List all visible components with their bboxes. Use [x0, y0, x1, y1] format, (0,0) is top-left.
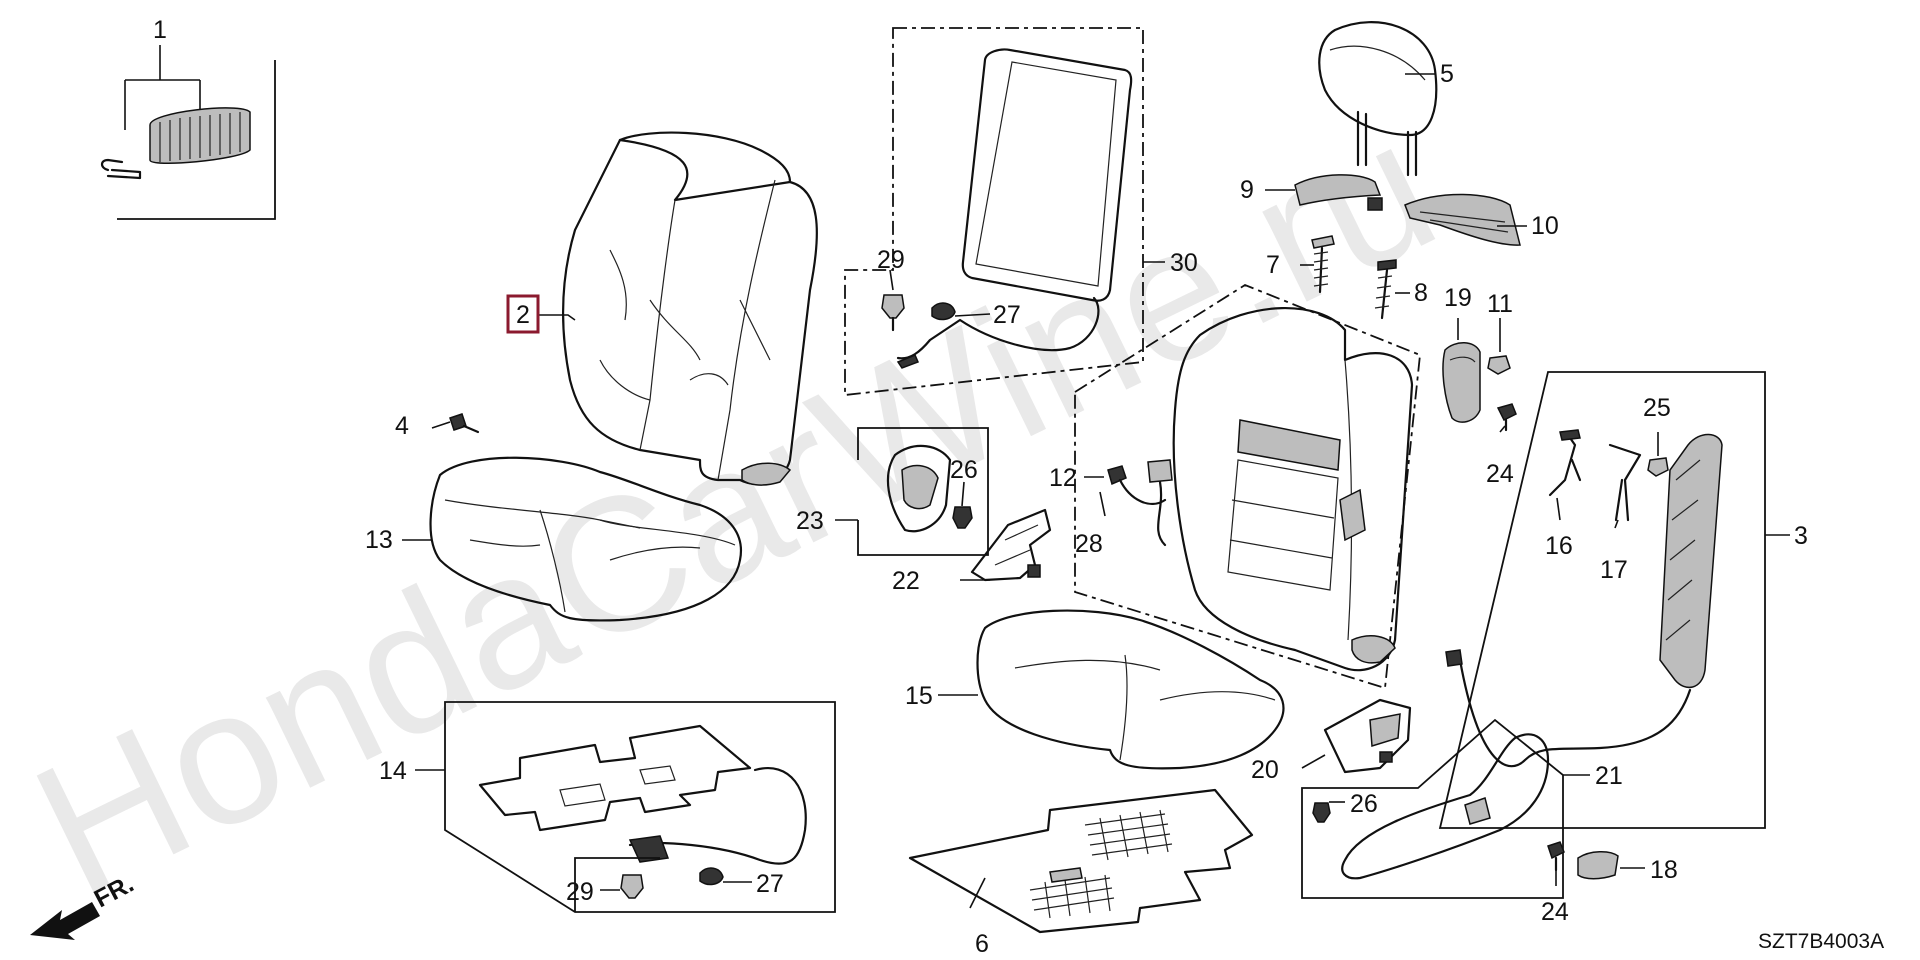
callout-20[interactable]: 20: [1251, 756, 1279, 784]
callout-labels: 1 2 3 4 5 6 7 8 9 10 11 12 13 14 15 16 1…: [153, 16, 1808, 958]
part-1-clip-set[interactable]: [100, 45, 276, 220]
callout-27-bottom[interactable]: 27: [756, 870, 784, 898]
part-14-box: [415, 701, 836, 913]
part-24-screw-lower[interactable]: [1547, 841, 1565, 872]
callout-21[interactable]: 21: [1595, 762, 1623, 790]
callout-28[interactable]: 28: [1075, 530, 1103, 558]
part-15-cushion[interactable]: [976, 609, 1285, 770]
part-27-clip-top[interactable]: [931, 302, 991, 321]
part-11-nut[interactable]: [1487, 355, 1511, 375]
callout-8[interactable]: 8: [1414, 279, 1428, 307]
part-2-seatback-cover[interactable]: [561, 131, 818, 486]
part-29-clip-bottom[interactable]: [620, 874, 644, 899]
part-25-nut[interactable]: [1647, 457, 1669, 477]
part-21-box: [1301, 718, 1590, 899]
callout-19[interactable]: 19: [1444, 284, 1472, 312]
part-27-clip-bottom[interactable]: [699, 867, 752, 886]
callout-16[interactable]: 16: [1545, 532, 1573, 560]
part-13-cushion-cover[interactable]: [429, 456, 743, 622]
part-24-screw-upper[interactable]: [1496, 403, 1517, 432]
callout-5[interactable]: 5: [1440, 60, 1454, 88]
part-26-clip-side[interactable]: [1312, 802, 1331, 823]
part-30-heater-pad[interactable]: [896, 48, 1133, 369]
callout-4[interactable]: 4: [395, 412, 409, 440]
leader-lines: [402, 73, 1659, 909]
part-22-bracket[interactable]: [970, 508, 1052, 582]
part-19-knob-cover[interactable]: [1442, 342, 1481, 423]
part-3-side-airbag[interactable]: [1445, 433, 1723, 768]
part-23-box: [835, 427, 989, 556]
part-3-box: [1438, 371, 1790, 829]
callout-30[interactable]: 30: [1170, 249, 1198, 277]
callout-2-highlight-box: [506, 294, 540, 334]
part-4-screw[interactable]: [449, 413, 480, 434]
part-7-screw[interactable]: [1311, 235, 1335, 294]
part-14-heater-pad[interactable]: [478, 724, 807, 865]
callout-13[interactable]: 13: [365, 526, 393, 554]
callout-14[interactable]: 14: [379, 757, 407, 785]
callout-15[interactable]: 15: [905, 682, 933, 710]
part-17-strap[interactable]: [1608, 443, 1642, 522]
part-23-side-cover[interactable]: [886, 444, 952, 533]
callout-9[interactable]: 9: [1240, 176, 1254, 204]
callout-12[interactable]: 12: [1049, 464, 1077, 492]
part-26-clip-box[interactable]: [952, 506, 973, 529]
part-21-side-trim[interactable]: [1341, 733, 1550, 880]
callout-17[interactable]: 17: [1600, 556, 1628, 584]
part-9-guide[interactable]: [1294, 174, 1383, 211]
callout-26-box[interactable]: 26: [950, 456, 978, 484]
part-20-bracket[interactable]: [1323, 698, 1412, 774]
callout-27-top[interactable]: 27: [993, 301, 1021, 329]
part-5-headrest[interactable]: [1318, 21, 1438, 177]
callout-7[interactable]: 7: [1266, 251, 1280, 279]
part-18-cover[interactable]: [1577, 851, 1619, 880]
part-12-harness-connector[interactable]: [1107, 459, 1173, 547]
callout-10[interactable]: 10: [1531, 212, 1559, 240]
callout-18[interactable]: 18: [1650, 856, 1678, 884]
callout-29-top[interactable]: 29: [877, 246, 905, 274]
part-30-heater-box: [844, 27, 1165, 397]
callout-2[interactable]: 2: [516, 301, 530, 329]
callout-25[interactable]: 25: [1643, 394, 1671, 422]
seatback-assembly[interactable]: [1172, 307, 1414, 672]
callout-11[interactable]: 11: [1487, 290, 1513, 318]
callout-23[interactable]: 23: [796, 507, 824, 535]
callout-29-bottom[interactable]: 29: [566, 878, 594, 906]
part-29-clip-top[interactable]: [881, 294, 905, 332]
callout-24-upper[interactable]: 24: [1486, 460, 1514, 488]
part-6-mat[interactable]: [908, 788, 1254, 934]
part-29-bracket-line: [574, 857, 660, 912]
part-10-guide[interactable]: [1404, 193, 1521, 246]
callout-3[interactable]: 3: [1794, 522, 1808, 550]
callout-24-lower[interactable]: 24: [1541, 898, 1569, 926]
front-arrow-icon: [30, 902, 100, 940]
callout-22[interactable]: 22: [892, 567, 920, 595]
callout-1[interactable]: 1: [153, 16, 167, 44]
diagram-code: SZT7B4003A: [1758, 930, 1884, 953]
part-8-screw[interactable]: [1374, 259, 1397, 320]
watermark: HondaCarWine.ru: [5, 80, 1465, 937]
callout-26-side[interactable]: 26: [1350, 790, 1378, 818]
part-16-strap[interactable]: [1548, 429, 1582, 497]
callout-6[interactable]: 6: [975, 930, 989, 958]
